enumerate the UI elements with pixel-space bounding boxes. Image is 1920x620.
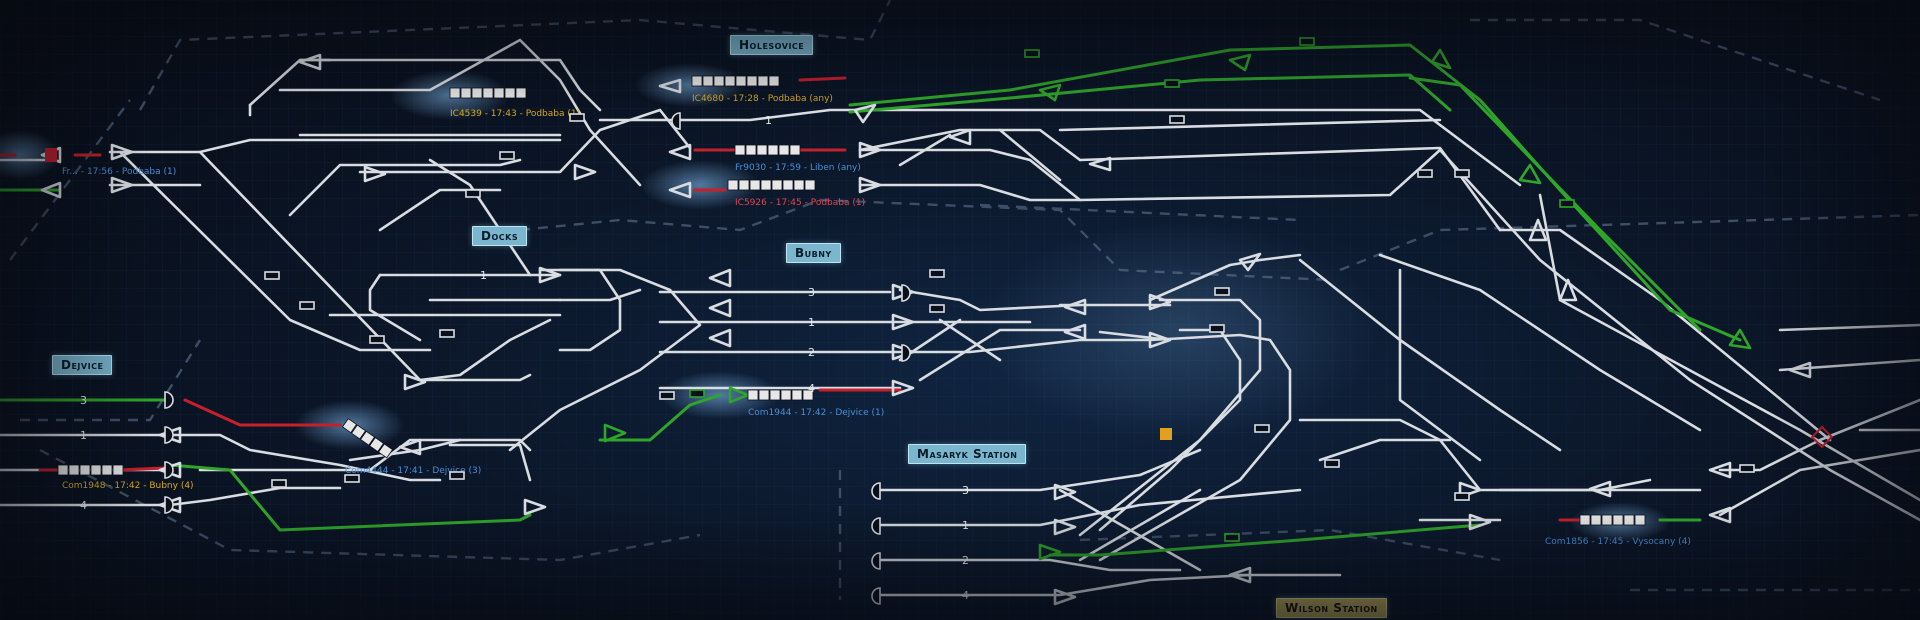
platform-numbers: 3 1 2 4 1 3 1 2 4 3 1 2 4 1	[80, 114, 969, 602]
train-label-ic4680: IC4680 - 17:28 - Podbaba (any)	[692, 94, 833, 104]
train-ic5926	[727, 179, 816, 191]
trains	[45, 75, 1646, 526]
bubny-platform-3: 3	[808, 286, 815, 299]
station-bubny[interactable]: Bubny	[786, 243, 841, 263]
tracks-red-blocked	[0, 76, 1622, 522]
dejvice-platform-4: 4	[80, 499, 87, 512]
masaryk-platform-4: 4	[962, 589, 969, 602]
station-dejvice[interactable]: Dejvice	[52, 355, 113, 375]
dejvice-platform-2: 2	[80, 464, 87, 477]
train-label-ic4539: IC4539 - 17:43 - Podbaba (1)	[450, 109, 580, 119]
station-docks[interactable]: Docks	[472, 226, 528, 246]
train-label-com1944: Com1944 - 17:42 - Dejvice (1)	[748, 408, 884, 418]
train-labels: IC4539 - 17:43 - Podbaba (1) IC4680 - 17…	[62, 94, 1691, 547]
station-holesovice[interactable]: Holesovice	[730, 35, 814, 55]
train-com1944	[747, 389, 814, 401]
train-label-com1856: Com1856 - 17:45 - Vysocany (4)	[1545, 537, 1691, 547]
bubny-platform-2: 2	[808, 346, 815, 359]
tracks-green-routes	[0, 43, 1742, 557]
train-label-com1948: Com1948 - 17:42 - Bubny (4)	[62, 481, 194, 491]
bubny-platform-1: 1	[808, 316, 815, 329]
masaryk-platform-2: 2	[962, 554, 969, 567]
dejvice-platform-3: 3	[80, 394, 87, 407]
docks-platform-1: 1	[480, 269, 487, 282]
masaryk-platform-3: 3	[962, 484, 969, 497]
masaryk-platform-1: 1	[962, 519, 969, 532]
train-label-left-partial: Fr... - 17:56 - Podbaba (1)	[62, 167, 176, 177]
dejvice-platform-1: 1	[80, 429, 87, 442]
train-label-fr9030: Fr9030 - 17:59 - Liben (any)	[735, 163, 861, 173]
train-ic4539	[449, 87, 527, 99]
holesovice-platform-1: 1	[765, 114, 772, 127]
station-wilson[interactable]: Wilson Station	[1276, 598, 1387, 618]
bubny-platform-4: 4	[808, 382, 815, 395]
station-masaryk[interactable]: Masaryk Station	[908, 444, 1027, 464]
train-label-ic5926: IC5926 - 17:45 - Podbaba (1)	[735, 198, 865, 208]
